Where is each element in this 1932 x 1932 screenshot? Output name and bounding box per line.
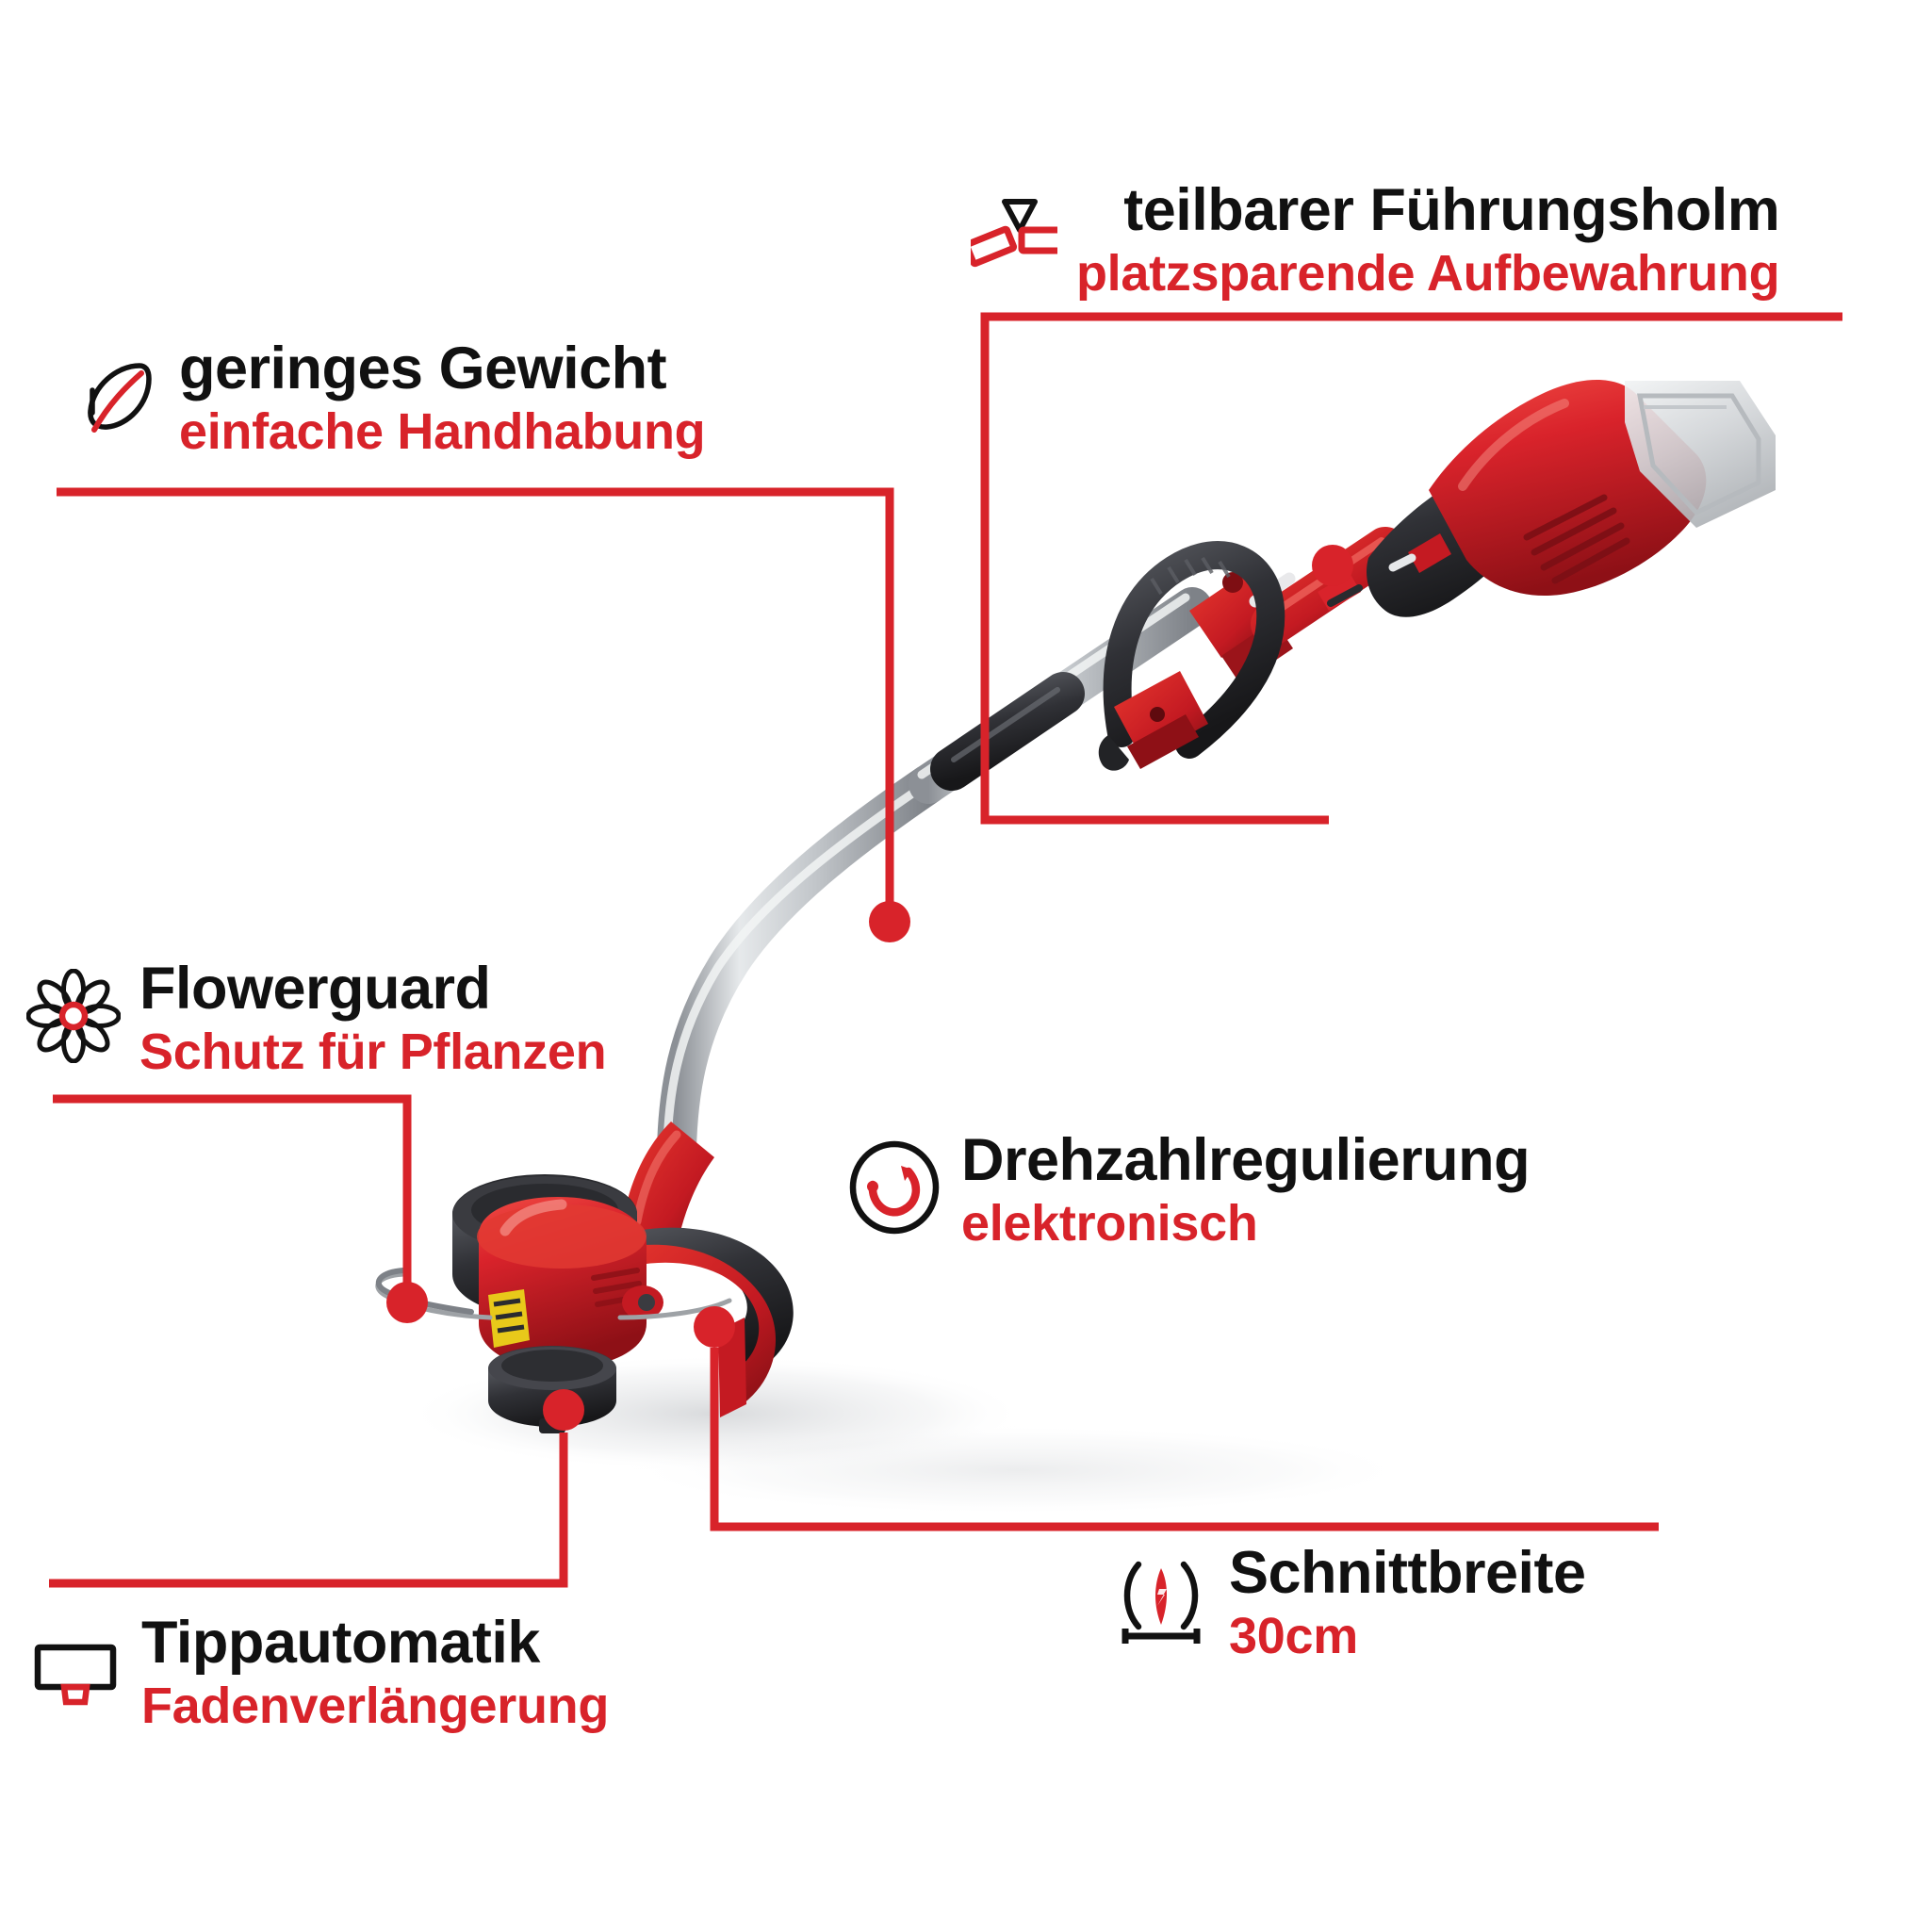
guard — [605, 1227, 794, 1372]
callout-subtitle: Schutz für Pflanzen — [139, 1023, 607, 1080]
cutting-width-icon — [1112, 1551, 1210, 1654]
callout-title: Tippautomatik — [141, 1610, 540, 1676]
callout-title: Schnittbreite — [1229, 1540, 1586, 1606]
split-shaft-icon — [963, 181, 1065, 272]
callout-subtitle: einfache Handhabung — [179, 403, 706, 460]
callout-geringes-gewicht: geringes Gewicht einfache Handhabung — [74, 336, 706, 460]
callout-schnittbreite: Schnittbreite 30cm — [1112, 1544, 1586, 1662]
bump-feed-icon — [28, 1623, 123, 1722]
rotation-speed-icon — [846, 1139, 942, 1240]
callout-subtitle: 30cm — [1229, 1608, 1358, 1664]
callout-title: geringes Gewicht — [179, 336, 667, 401]
shaft-grip-sleeve — [930, 672, 1085, 791]
trimmer-line-right — [617, 1298, 732, 1320]
callout-teilbarer-fuehrungsholm: teilbarer Führungsholm platzsparende Auf… — [963, 177, 1780, 302]
callout-drehzahlregulierung: Drehzahlregulierung elektronisch — [846, 1127, 1531, 1252]
callout-subtitle: elektronisch — [961, 1195, 1258, 1252]
callout-subtitle: platzsparende Aufbewahrung — [1076, 245, 1780, 302]
product-shadow-2 — [622, 1425, 1414, 1515]
cutting-head — [375, 1122, 794, 1433]
motor-housing — [1367, 380, 1776, 617]
callout-title: Drehzahlregulierung — [961, 1127, 1531, 1193]
flower-icon — [25, 968, 122, 1068]
feather-icon — [74, 352, 160, 444]
shaft-lower-highlight — [663, 789, 917, 1179]
callout-flowerguard: Flowerguard Schutz für Pflanzen — [25, 956, 607, 1080]
callout-tippautomatik: Tippautomatik Fadenverlängerung — [28, 1613, 609, 1731]
callout-subtitle: Fadenverlängerung — [141, 1678, 610, 1734]
warning-label — [488, 1289, 530, 1348]
callout-title: Flowerguard — [139, 956, 491, 1022]
callout-title: teilbarer Führungsholm — [1123, 177, 1780, 243]
